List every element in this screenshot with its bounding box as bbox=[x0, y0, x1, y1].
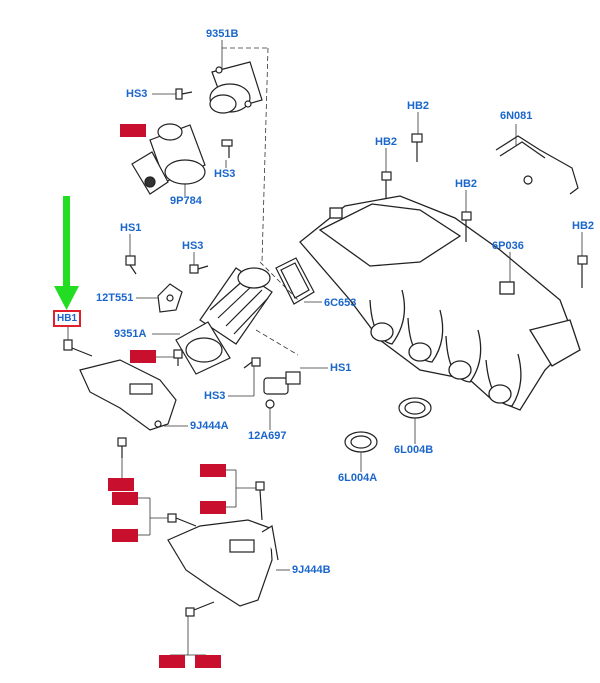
label-12t551: 12T551 bbox=[96, 292, 134, 304]
callout-box-red-5 bbox=[200, 501, 226, 514]
label-hb2-b: HB2 bbox=[375, 136, 398, 148]
callout-box-red-9 bbox=[195, 655, 221, 668]
label-6p036: 6P036 bbox=[492, 240, 524, 252]
label-hb2-c: HB2 bbox=[455, 178, 478, 190]
label-9j444b: 9J444B bbox=[292, 564, 331, 576]
callout-box-red-7 bbox=[112, 529, 138, 542]
intake-manifold bbox=[299, 195, 581, 411]
callout-box-red-6 bbox=[112, 492, 138, 505]
bracket-9j444a bbox=[63, 339, 177, 431]
bracket-6n081 bbox=[495, 135, 579, 195]
o-rings bbox=[344, 397, 432, 453]
label-9p784: 9P784 bbox=[170, 195, 202, 207]
label-hs1-right: HS1 bbox=[330, 362, 352, 374]
bolts-lower bbox=[117, 349, 265, 617]
hb2-bolts bbox=[381, 133, 588, 288]
label-9351a: 9351A bbox=[114, 328, 147, 340]
label-hs3-top: HS3 bbox=[126, 88, 148, 100]
green-arrow-indicator bbox=[54, 196, 79, 310]
air-tube-9p784 bbox=[131, 123, 206, 195]
throttle-body-9351b bbox=[209, 61, 263, 114]
callout-box-red-4 bbox=[200, 464, 226, 477]
sensor-12a697 bbox=[263, 371, 301, 409]
bolts-left bbox=[125, 255, 209, 275]
callout-box-red-1 bbox=[120, 124, 146, 137]
label-6l004b: 6L004B bbox=[394, 444, 434, 456]
callout-box-red-3 bbox=[108, 478, 134, 491]
label-6n081: 6N081 bbox=[500, 110, 533, 122]
callout-box-red-2 bbox=[130, 350, 156, 363]
label-hb2-a: HB2 bbox=[407, 100, 430, 112]
assembly-guide-lines bbox=[222, 47, 299, 356]
label-hb2-d: HB2 bbox=[572, 220, 595, 232]
gasket-6c653 bbox=[275, 257, 315, 305]
intake-tube-9351a bbox=[175, 267, 273, 375]
bracket-9j444b bbox=[167, 519, 279, 607]
label-9351b: 9351B bbox=[206, 28, 239, 40]
bracket-12t551 bbox=[157, 283, 183, 313]
label-hs3-left: HS3 bbox=[182, 240, 204, 252]
highlighted-part-callout: HB1 bbox=[53, 310, 82, 327]
label-hs3-lower: HS3 bbox=[204, 390, 226, 402]
label-hs1-left: HS1 bbox=[120, 222, 142, 234]
label-6c653: 6C653 bbox=[324, 297, 357, 309]
label-12a697: 12A697 bbox=[248, 430, 287, 442]
label-6l004a: 6L004A bbox=[338, 472, 378, 484]
callout-box-red-8 bbox=[159, 655, 185, 668]
label-hs3-mid: HS3 bbox=[214, 168, 236, 180]
label-9j444a: 9J444A bbox=[190, 420, 229, 432]
